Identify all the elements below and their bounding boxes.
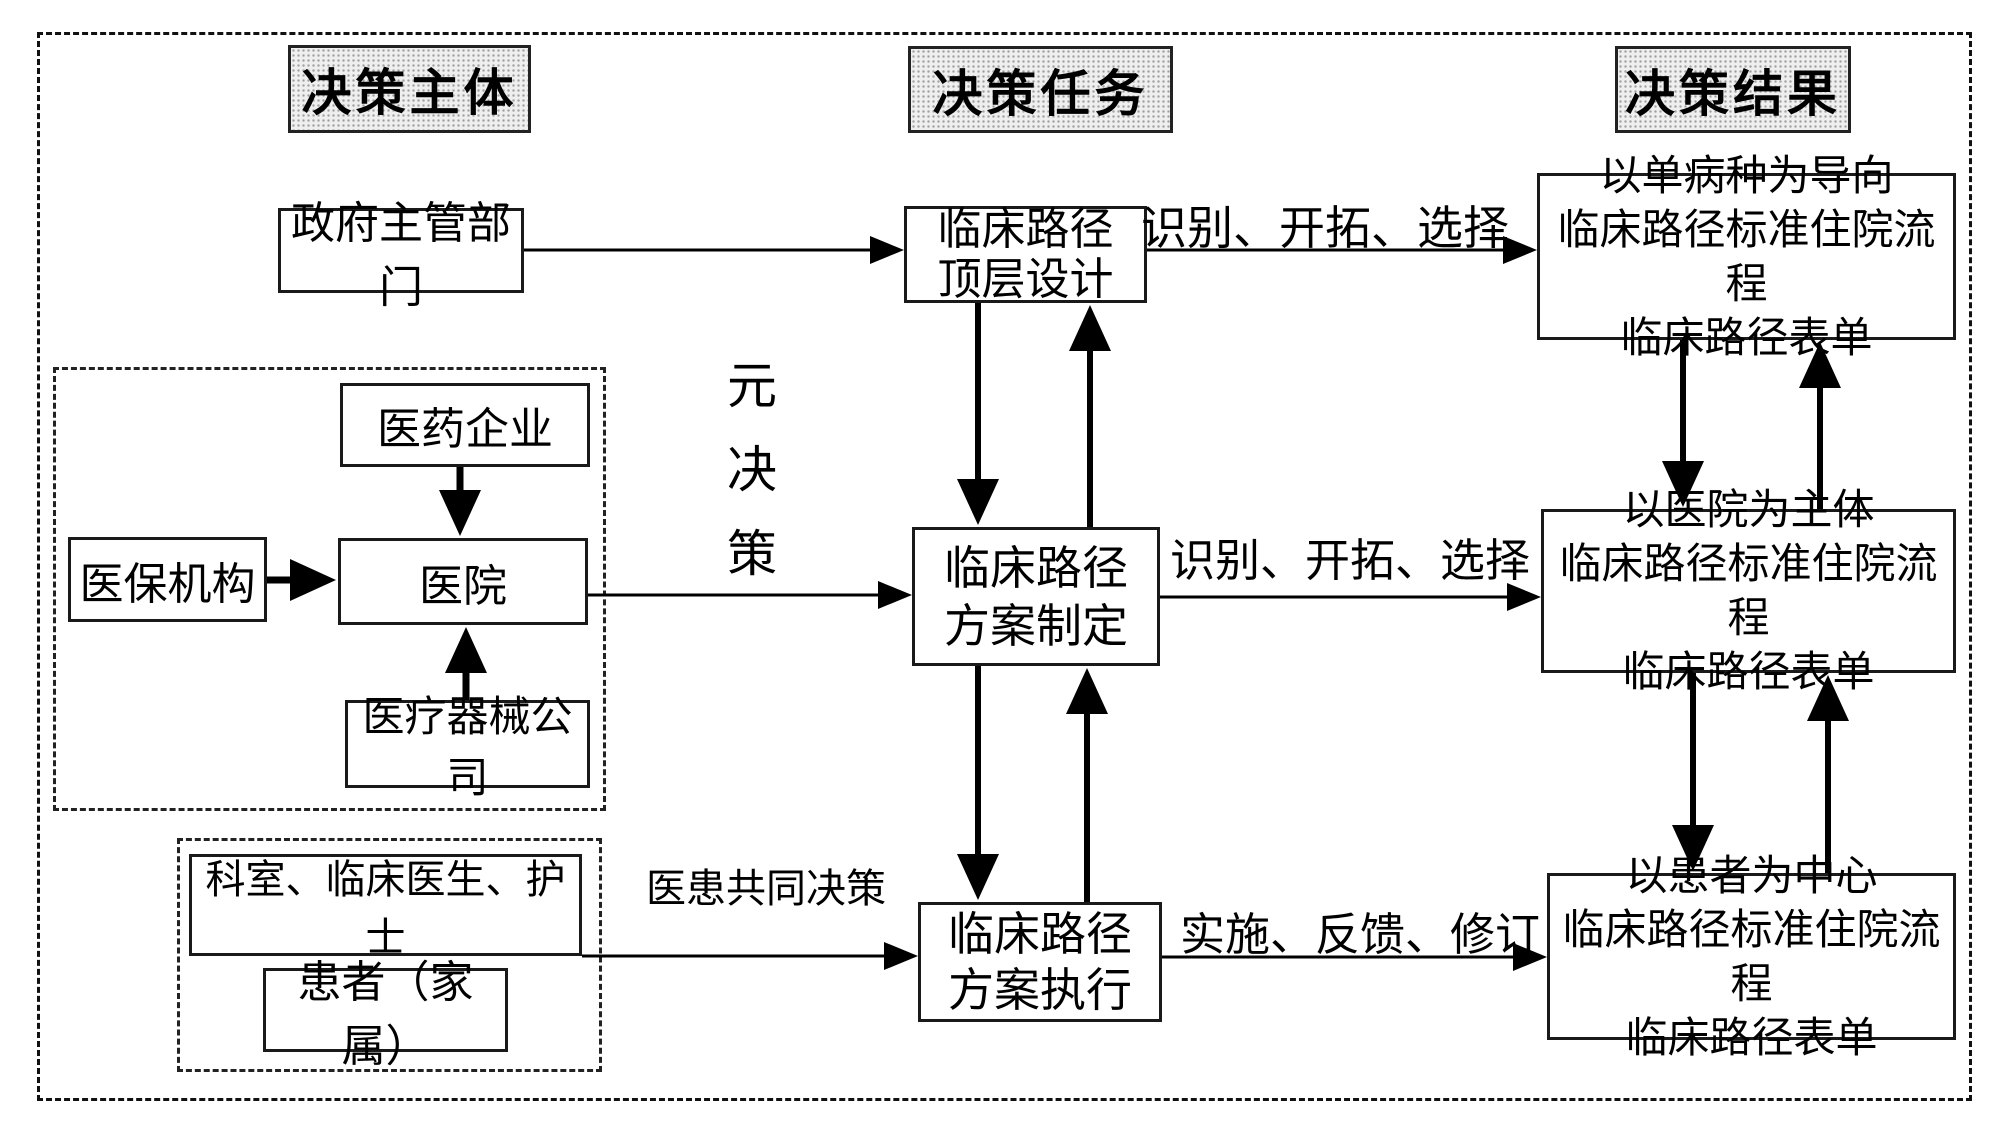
arrowhead-planexec-to-planmaking	[1066, 668, 1108, 714]
node-pathway-plan-execution: 临床路径 方案执行	[918, 902, 1162, 1022]
node-department-doctors-nurses: 科室、临床医生、护士	[189, 854, 582, 961]
node-result-single-disease: 以单病种为导向 临床路径标准住院流程 临床路径表单	[1537, 151, 1956, 362]
arrowhead-pharma-to-hospital	[439, 490, 481, 536]
node-medical-device-company: 医疗器械公司	[345, 692, 590, 802]
outer-dashed-frame	[37, 32, 1972, 1101]
node-medical-insurance-agency: 医保机构	[68, 537, 267, 622]
arrowhead-result2-to-result3	[1672, 825, 1714, 871]
node-government-department: 政府主管部门	[278, 198, 524, 313]
arrowhead-planmaking-to-result2	[1507, 583, 1541, 611]
node-result-hospital-oriented: 以医院为主体 临床路径标准住院流程 临床路径表单	[1541, 485, 1956, 696]
arrowhead-topdesign-to-result1	[1503, 236, 1537, 264]
arrowhead-careteam-to-planexec	[884, 942, 918, 970]
arrowhead-insurance-to-hospital	[290, 559, 336, 601]
arrowhead-planmaking-to-topdesign	[1069, 305, 1111, 351]
edge-label-doctor-patient-shared-decision: 医患共同决策	[646, 866, 886, 912]
node-result-patient-centered: 以患者为中心 临床路径标准住院流程 临床路径表单	[1547, 851, 1956, 1062]
arrowhead-result1-to-result2	[1662, 461, 1704, 507]
edge-label-meta-decision: 元决策	[727, 357, 777, 583]
arrowhead-hospital-to-planmaking	[878, 581, 912, 609]
edge-label-identify-develop-select-top: 识别、开拓、选择	[1141, 201, 1509, 255]
arrowhead-result2-to-result1	[1799, 342, 1841, 388]
arrowhead-planmaking-to-planexec	[957, 854, 999, 900]
edge-label-identify-develop-select-middle: 识别、开拓、选择	[1169, 534, 1530, 587]
arrowhead-government-to-topdesign	[870, 236, 904, 264]
arrowhead-topdesign-to-planmaking	[957, 479, 999, 525]
node-pathway-top-design: 临床路径 顶层设计	[904, 204, 1147, 304]
node-pharma-enterprise: 医药企业	[340, 383, 590, 467]
arrowhead-result3-to-result2	[1807, 675, 1849, 721]
node-hospital: 医院	[338, 538, 588, 625]
node-pathway-plan-formulation: 临床路径 方案制定	[912, 527, 1160, 666]
hospital-stakeholders-dashed-group	[53, 367, 606, 811]
header-decision-task: 决策任务	[908, 46, 1173, 133]
node-patient-family: 患者（家属）	[263, 957, 508, 1072]
header-decision-result: 决策结果	[1615, 46, 1851, 133]
header-decision-subject: 决策主体	[288, 45, 531, 133]
arrowhead-planexec-to-result3	[1513, 943, 1547, 971]
edge-label-implement-feedback-revise: 实施、反馈、修订	[1179, 908, 1540, 961]
arrowhead-device-to-hospital	[445, 627, 487, 673]
